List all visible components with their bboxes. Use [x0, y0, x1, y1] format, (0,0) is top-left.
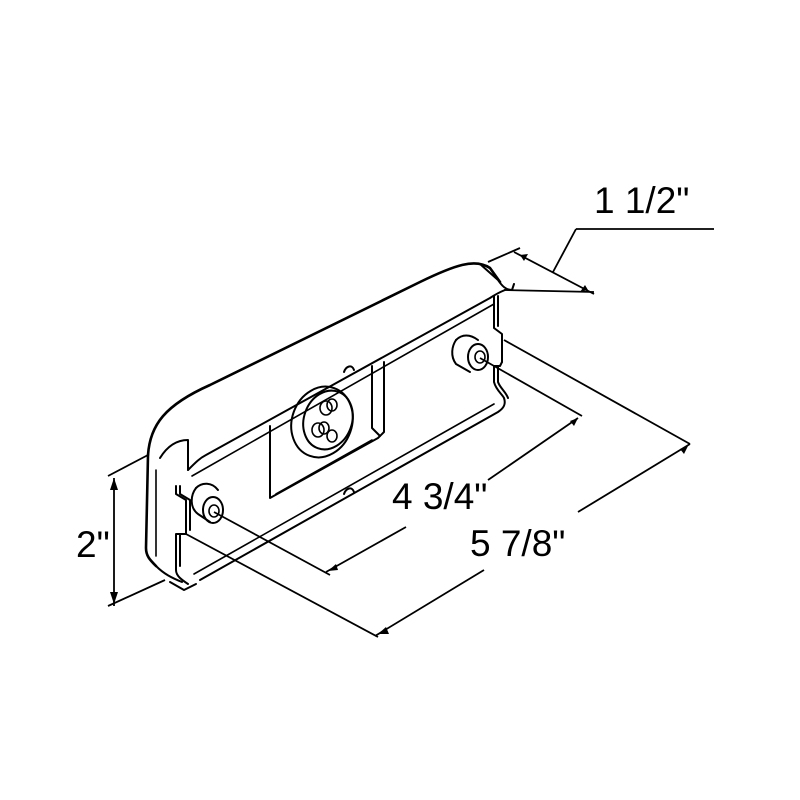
socket-pins	[311, 398, 338, 443]
label-depth: 1 1/2"	[594, 180, 690, 221]
lamp-body	[144, 262, 515, 591]
label-height: 2"	[76, 524, 110, 565]
label-overall-length: 5 7/8"	[470, 523, 566, 564]
mounting-boss-right	[451, 334, 489, 373]
socket-recess	[269, 361, 385, 499]
dim-height	[107, 454, 166, 607]
label-hole-spacing: 4 3/4"	[392, 476, 488, 517]
mounting-boss-left	[190, 482, 224, 524]
dim-hole-spacing	[213, 357, 583, 576]
dim-overall-length	[185, 339, 691, 638]
dim-depth	[487, 228, 714, 295]
